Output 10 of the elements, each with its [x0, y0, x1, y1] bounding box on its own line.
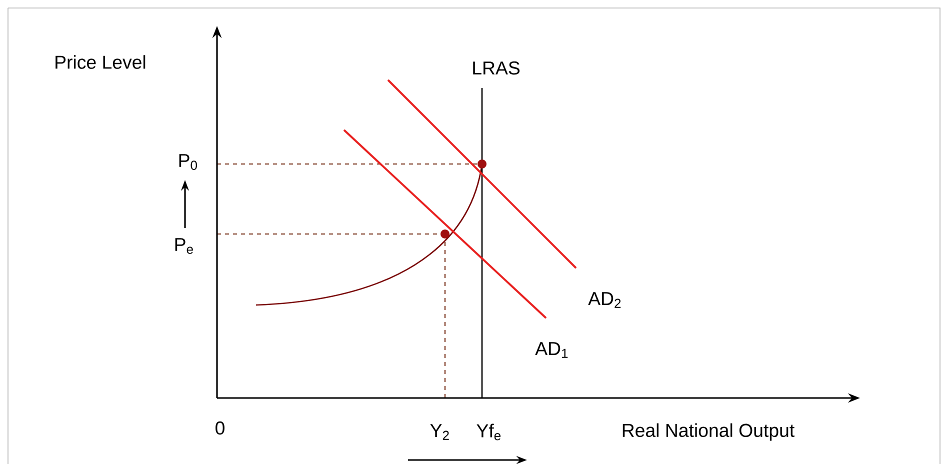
curve-label: AD$_{1}$ [535, 342, 568, 358]
axis-value: P$_{e}$ [175, 238, 193, 254]
axis-value: 0 [216, 421, 224, 435]
curve-label: AD$_{2}$ [588, 292, 621, 308]
axis-value: P$_{0}$ [179, 154, 198, 170]
axis-value: Y$_{2}$ [430, 424, 449, 440]
axis-value: Yf$_{e}$ [476, 424, 501, 440]
axis-label: Real National Output [622, 423, 794, 441]
axis-label: Price Level [56, 55, 146, 69]
curve-label: LRAS [473, 61, 520, 75]
